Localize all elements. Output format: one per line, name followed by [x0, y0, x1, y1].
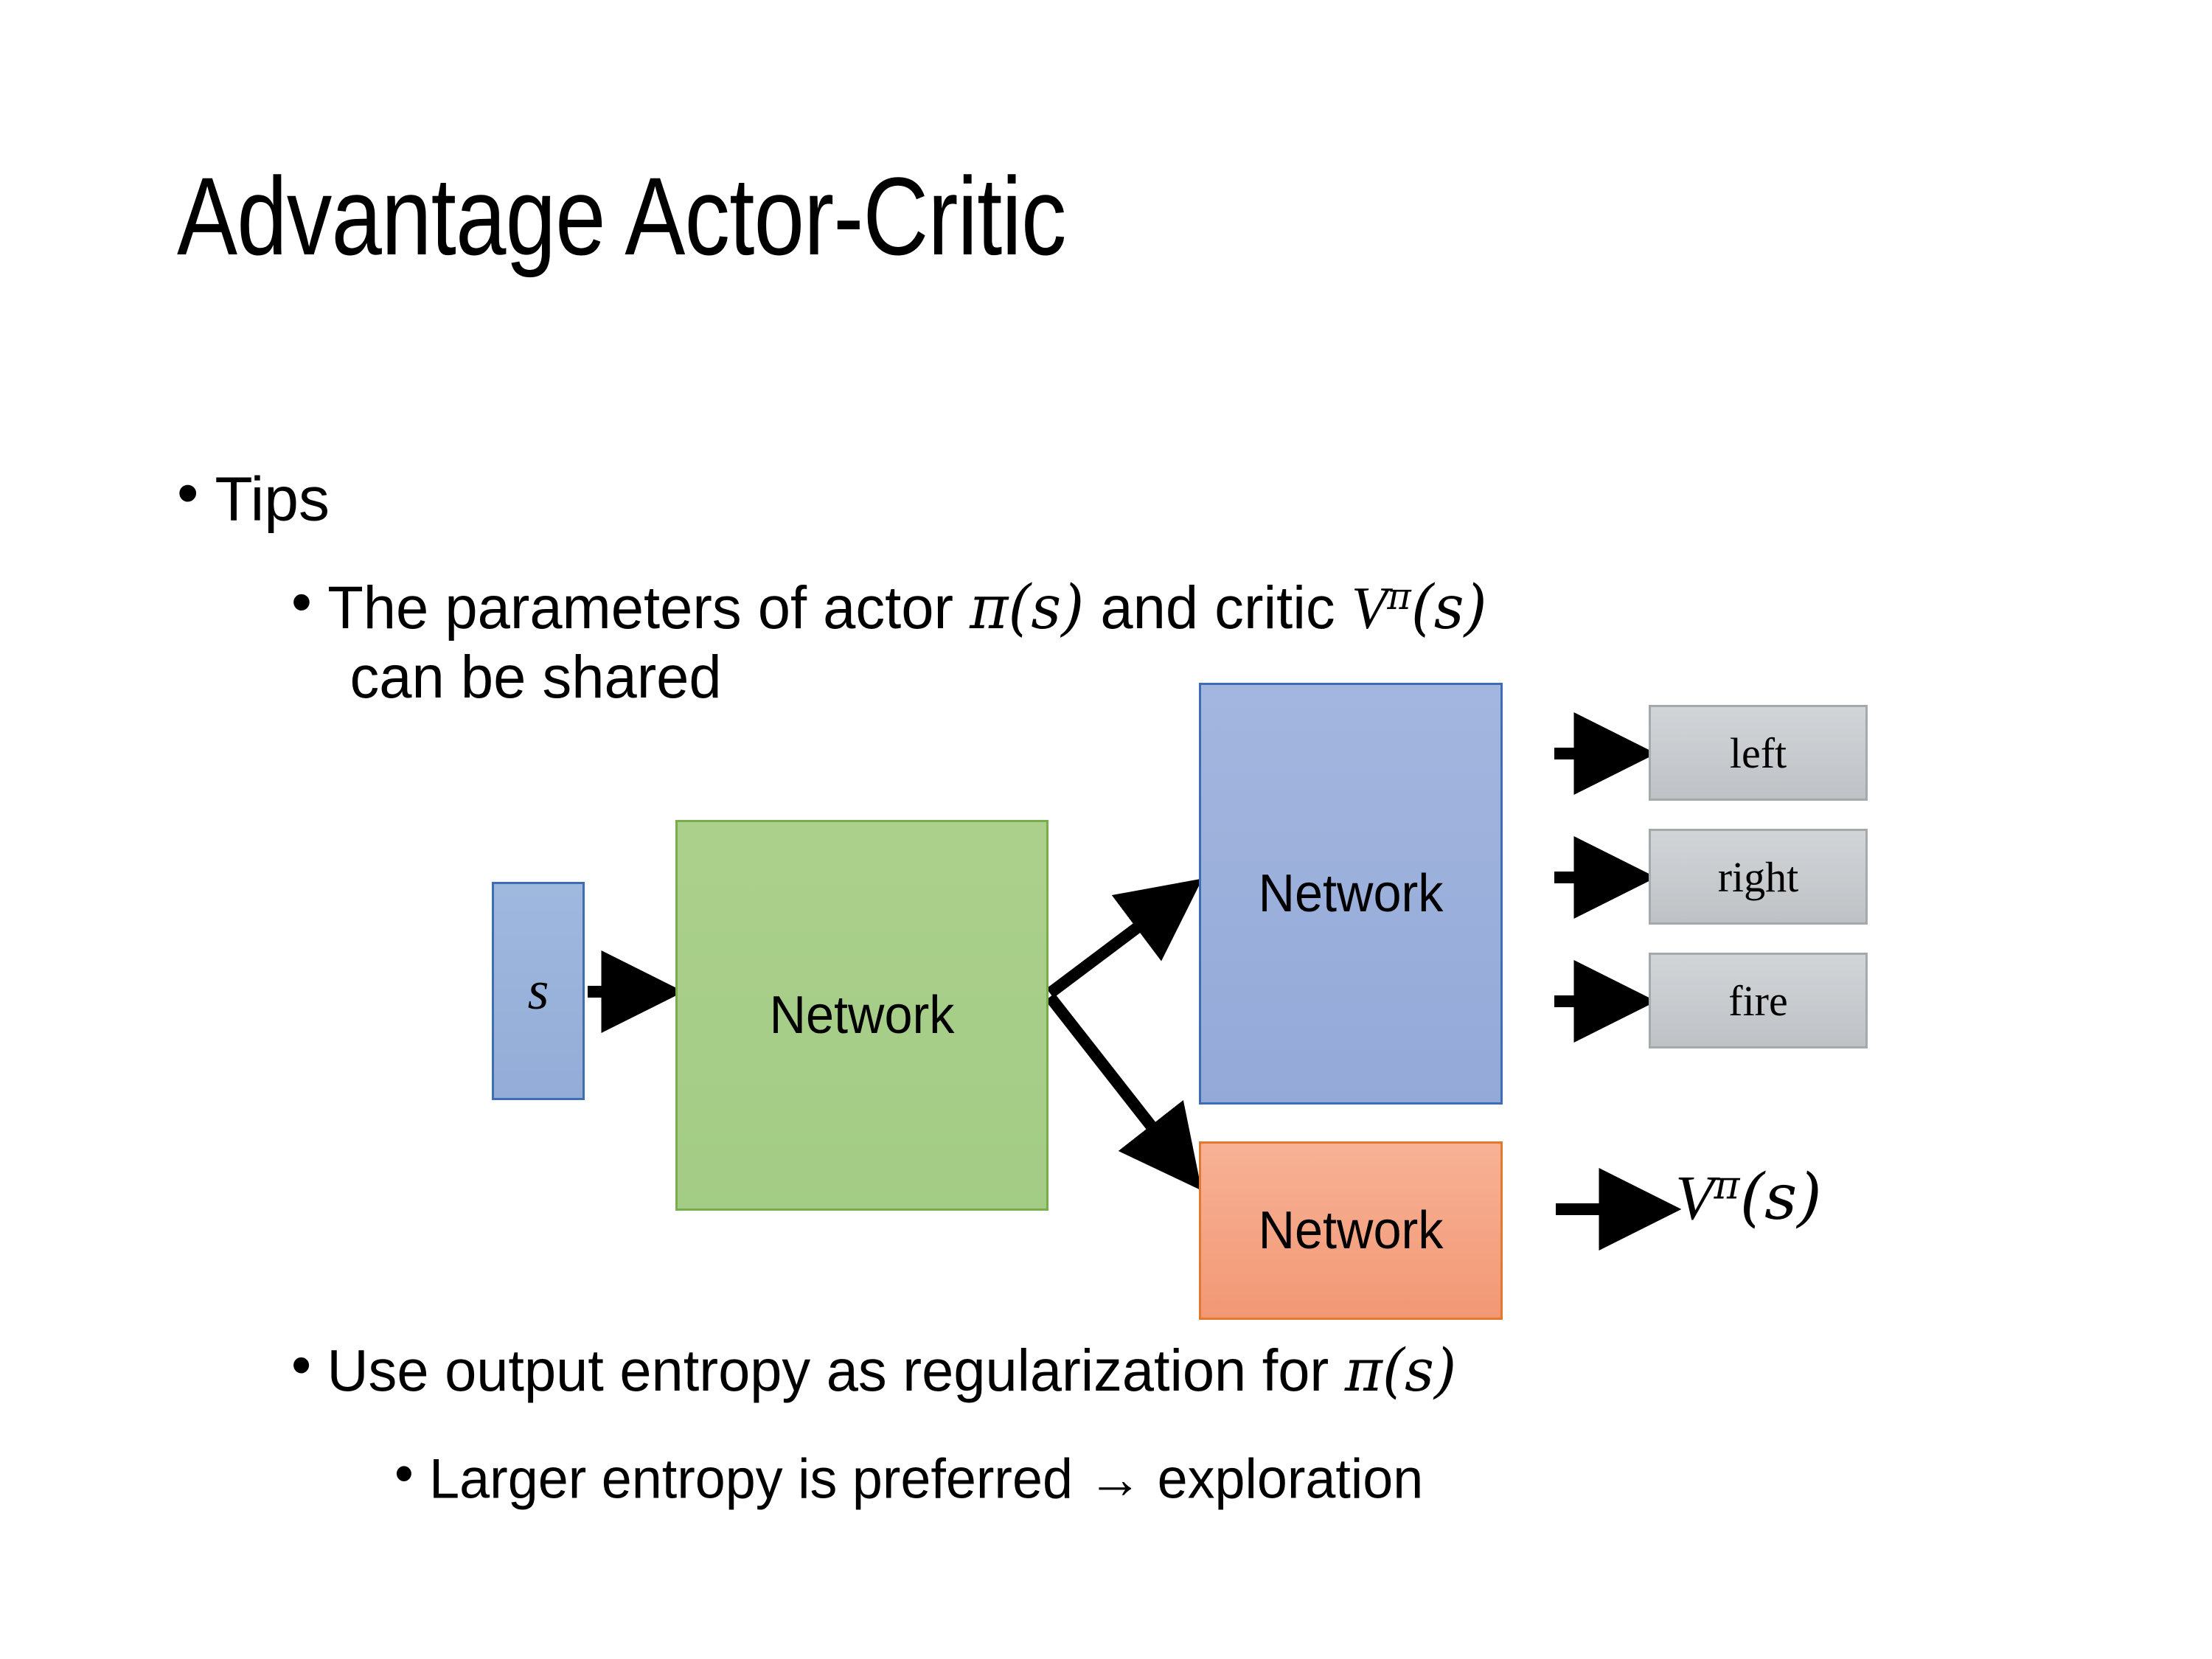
action-label-left: left: [1729, 728, 1787, 777]
math-pi-s: π(s): [1344, 1336, 1457, 1405]
action-output-right[interactable]: right: [1649, 829, 1868, 925]
math-actor-pi: π(s): [970, 573, 1085, 644]
shared-params-line2: can be shared: [349, 644, 722, 712]
node-critic-network[interactable]: Network: [1199, 1141, 1503, 1320]
shared-network-label: Network: [769, 986, 955, 1045]
bullet-shared-parameters: •The parameters of actor π(s) and critic…: [291, 568, 1487, 712]
action-output-fire[interactable]: fire: [1649, 953, 1868, 1048]
input-state-label: s: [527, 960, 549, 1021]
page-title: Advantage Actor-Critic: [177, 154, 1066, 278]
bullet-larger-entropy: •Larger entropy is preferred → explorati…: [394, 1441, 1423, 1512]
math-critic-arg: (s): [1411, 573, 1487, 644]
node-input-state[interactable]: s: [492, 882, 585, 1100]
critic-network-label: Network: [1258, 1201, 1444, 1260]
bullet-tips: •Tips: [177, 457, 330, 535]
critic-output-base: V: [1675, 1162, 1714, 1233]
bullet-marker: •: [394, 1442, 414, 1505]
action-label-fire: fire: [1728, 976, 1788, 1025]
bullet-marker: •: [291, 1332, 312, 1397]
bullet-tips-text: Tips: [215, 464, 330, 534]
action-output-left[interactable]: left: [1649, 705, 1868, 801]
larger-entropy-text: Larger entropy is preferred → exploratio…: [429, 1447, 1424, 1511]
arrow-shared-to-actor: [1046, 878, 1203, 998]
actor-network-label: Network: [1258, 864, 1444, 923]
entropy-text: Use output entropy as regularization for: [327, 1338, 1345, 1403]
critic-output-superscript: π: [1714, 1162, 1740, 1208]
arrow-shared-to-critic: [1045, 993, 1202, 1191]
critic-output-argument: (s): [1739, 1161, 1822, 1234]
bullet-entropy-regularization: •Use output entropy as regularization fo…: [291, 1331, 1456, 1405]
shared-params-middle: and critic: [1084, 574, 1352, 642]
node-shared-network[interactable]: Network: [675, 820, 1048, 1211]
shared-params-prefix: The parameters of actor: [327, 574, 970, 642]
action-label-right: right: [1717, 852, 1799, 901]
node-actor-network[interactable]: Network: [1199, 683, 1503, 1105]
math-critic-superscript: π: [1387, 574, 1411, 618]
critic-output-value: Vπ(s): [1675, 1161, 1822, 1234]
bullet-marker: •: [291, 568, 312, 636]
math-critic-V: V: [1351, 574, 1388, 642]
bullet-marker: •: [177, 458, 199, 527]
